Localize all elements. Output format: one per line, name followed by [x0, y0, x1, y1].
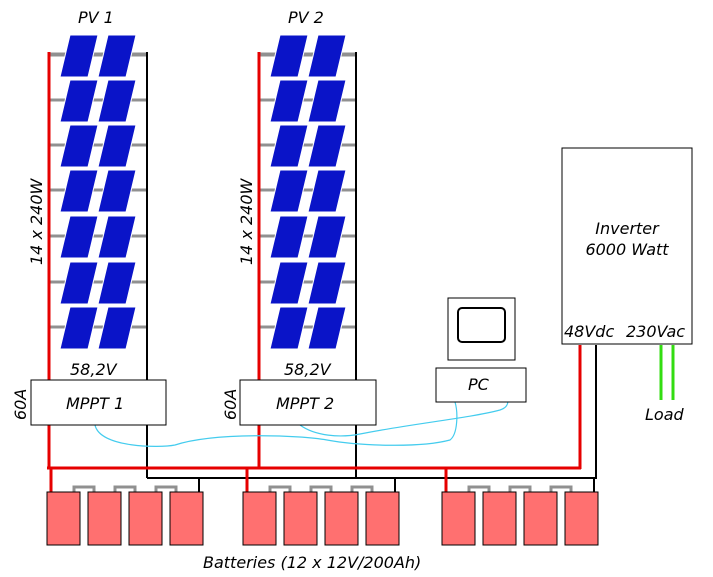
solar-panel-2 [307, 169, 347, 213]
battery [564, 491, 599, 546]
battery-connector [549, 485, 573, 492]
load-label: Load [645, 405, 685, 424]
inverter [561, 147, 693, 345]
solar-panel-2 [269, 124, 309, 168]
solar-panel-1 [97, 169, 137, 213]
battery [441, 491, 476, 546]
pc-label: PC [468, 375, 490, 394]
solar-panel-2 [269, 34, 309, 78]
battery [169, 491, 204, 546]
battery-connector [309, 485, 333, 492]
data-cable-mppt2 [299, 399, 509, 437]
panel-rails [49, 52, 356, 329]
solar-panel-1 [97, 34, 137, 78]
inverter-ac-label: 230Vac [626, 322, 685, 341]
mppt1-current: 60A [11, 389, 30, 420]
solar-panel-1 [59, 34, 99, 78]
battery-bank [46, 468, 599, 546]
battery [242, 491, 277, 546]
battery [46, 491, 81, 546]
battery [324, 491, 359, 546]
solar-panels [59, 34, 347, 350]
mppt2-controller [239, 379, 377, 426]
pv1-rating: 14 x 240W [27, 177, 46, 265]
battery [283, 491, 318, 546]
pc-screen [457, 307, 506, 343]
pv2-voltage: 58,2V [284, 360, 332, 379]
solar-panel-2 [269, 215, 309, 259]
solar-panel-2 [307, 306, 347, 350]
solar-panel-1 [97, 215, 137, 259]
solar-panel-2 [307, 215, 347, 259]
solar-panel-1 [97, 261, 137, 305]
solar-panel-2 [307, 261, 347, 305]
inverter-title: Inverter [595, 219, 660, 238]
pv1-title: PV 1 [78, 8, 114, 27]
battery-connector [268, 485, 292, 492]
mppt2-label: MPPT 2 [276, 394, 334, 413]
battery-connector [154, 485, 178, 492]
inverter-dc-label: 48Vdc [564, 322, 614, 341]
mppt2-current: 60A [221, 389, 240, 420]
solar-panel-2 [269, 306, 309, 350]
solar-panel-1 [97, 306, 137, 350]
solar-panel-1 [97, 124, 137, 168]
solar-panel-2 [269, 79, 309, 123]
solar-panel-1 [59, 306, 99, 350]
pv2-title: PV 2 [288, 8, 324, 27]
solar-panel-1 [59, 215, 99, 259]
pv1-voltage: 58,2V [70, 360, 118, 379]
battery [87, 491, 122, 546]
solar-panel-2 [269, 169, 309, 213]
battery-connector [113, 485, 137, 492]
battery-connector [508, 485, 532, 492]
battery [523, 491, 558, 546]
pc-base [435, 367, 527, 403]
solar-panel-2 [307, 124, 347, 168]
solar-panel-1 [59, 79, 99, 123]
battery-connector [350, 485, 374, 492]
pv2-rating: 14 x 240W [237, 177, 256, 265]
battery-connector [467, 485, 491, 492]
solar-panel-2 [307, 34, 347, 78]
battery [128, 491, 163, 546]
solar-panel-1 [59, 169, 99, 213]
batteries-label: Batteries (12 x 12V/200Ah) [203, 553, 421, 572]
solar-panel-1 [59, 124, 99, 168]
battery-connector [72, 485, 96, 492]
data-cable-mppt1 [94, 401, 458, 447]
mppt1-label: MPPT 1 [66, 394, 124, 413]
battery [365, 491, 400, 546]
solar-panel-2 [307, 79, 347, 123]
mppt1-controller [30, 379, 167, 426]
solar-panel-1 [97, 79, 137, 123]
inverter-power: 6000 Watt [585, 240, 669, 259]
battery [482, 491, 517, 546]
solar-panel-1 [59, 261, 99, 305]
solar-panel-2 [269, 261, 309, 305]
